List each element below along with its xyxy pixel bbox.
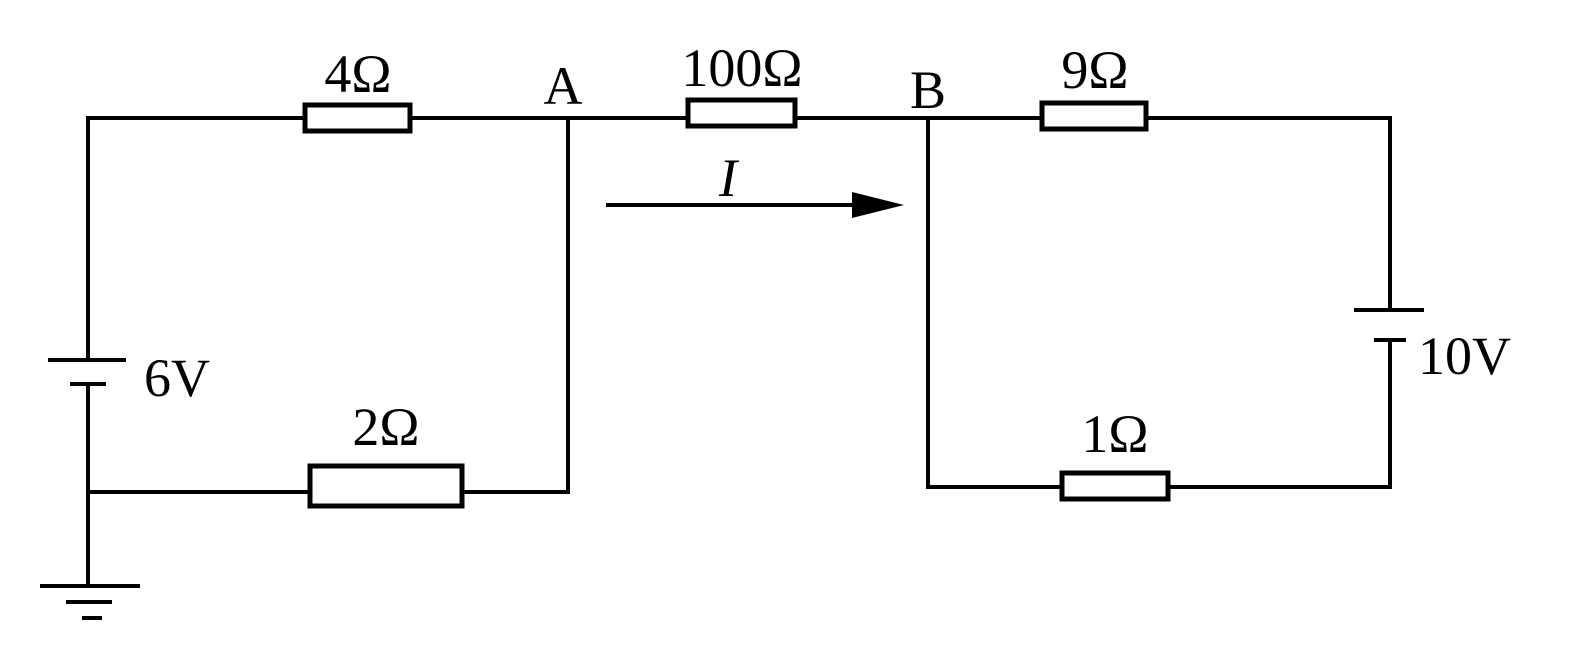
left-loop-wires [86,116,690,588]
current-arrow-head [852,192,904,218]
resistor-1-ohm [1059,470,1171,502]
label-node-a: A [544,56,583,116]
label-100-ohm: 100Ω [681,38,802,98]
label-4-ohm: 4Ω [324,44,391,104]
label-battery-6v: 6V [144,348,210,408]
resistor-2-ohm [307,463,465,509]
ground-icon [40,584,140,620]
resistor-9-ohm [1039,100,1149,132]
current-arrow-icon [606,192,904,218]
label-battery-10v: 10V [1418,326,1511,386]
label-2-ohm: 2Ω [352,397,419,457]
battery-icon-left [48,358,126,386]
resistor-4-ohm [302,102,413,134]
resistor-100-ohm [685,97,798,129]
battery-icon-right [1354,308,1424,342]
label-current: I [718,148,740,208]
label-node-b: B [910,60,946,120]
label-9-ohm: 9Ω [1061,40,1128,100]
right-loop-wires [793,116,1392,489]
label-1-ohm: 1Ω [1081,404,1148,464]
